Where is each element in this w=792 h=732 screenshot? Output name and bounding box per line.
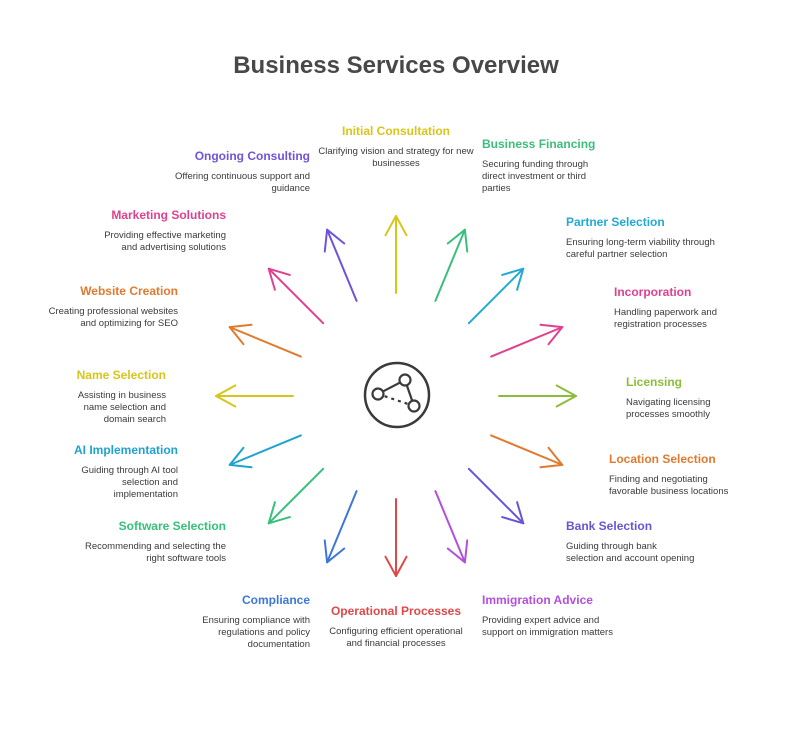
- service-description: Creating professional websites and optim…: [48, 306, 178, 329]
- service-title: Incorporation: [614, 285, 692, 299]
- service-title: Business Financing: [482, 137, 596, 151]
- service-description: Guiding through bank selection and accou…: [566, 541, 695, 564]
- service-description: Navigating licensing processes smoothly: [626, 397, 711, 420]
- service-description: Providing effective marketing and advert…: [104, 230, 226, 253]
- service-description: Handling paperwork and registration proc…: [614, 307, 717, 330]
- network-nodes-icon: [363, 361, 431, 429]
- arrow-location-selection: [490, 434, 564, 469]
- arrow-partner-selection: [467, 267, 525, 325]
- arrow-bank-selection: [467, 467, 525, 525]
- service-title: Software Selection: [118, 519, 226, 533]
- service-title: Name Selection: [76, 368, 166, 382]
- service-title: Marketing Solutions: [111, 208, 226, 222]
- service-description: Securing funding through direct investme…: [482, 159, 589, 194]
- service-description: Recommending and selecting the right sof…: [84, 541, 226, 564]
- arrow-operational-processes: [384, 498, 408, 577]
- service-description: Ensuring long-term viability through car…: [566, 237, 715, 260]
- arrow-website-creation: [228, 323, 302, 358]
- service-title: Partner Selection: [566, 215, 665, 229]
- service-title: Website Creation: [80, 284, 178, 298]
- service-description: Offering continuous support and guidance: [174, 171, 310, 194]
- arrow-ai-implementation: [228, 434, 302, 469]
- service-title: Location Selection: [609, 452, 716, 466]
- service-title: Initial Consultation: [342, 124, 450, 138]
- service-description: Clarifying vision and strategy for new b…: [318, 146, 474, 169]
- service-description: Ensuring compliance with regulations and…: [202, 615, 310, 650]
- arrow-licensing: [498, 384, 577, 408]
- arrow-name-selection: [215, 384, 294, 408]
- arrow-ongoing-consulting: [323, 228, 358, 302]
- arrow-software-selection: [267, 467, 325, 525]
- service-description: Finding and negotiating favorable busine…: [609, 474, 729, 497]
- service-title: AI Implementation: [73, 443, 178, 457]
- service-title: Bank Selection: [566, 519, 653, 533]
- service-description: Configuring efficient operational and fi…: [329, 626, 463, 649]
- service-description: Guiding through AI tool selection and im…: [81, 465, 178, 500]
- service-title: Immigration Advice: [482, 593, 593, 607]
- service-title: Ongoing Consulting: [194, 149, 310, 163]
- arrow-compliance: [323, 490, 358, 564]
- service-title: Operational Processes: [330, 604, 462, 618]
- arrow-marketing-solutions: [267, 267, 325, 325]
- arrow-initial-consultation: [384, 215, 408, 294]
- arrow-incorporation: [490, 323, 564, 358]
- arrow-business-financing: [434, 228, 469, 302]
- service-description: Assisting in business name selection and…: [77, 390, 166, 425]
- service-description: Providing expert advice and support on i…: [482, 615, 613, 638]
- diagram-title: Business Services Overview: [233, 52, 559, 79]
- arrow-immigration-advice: [434, 490, 469, 564]
- service-title: Compliance: [241, 593, 310, 607]
- service-title: Licensing: [626, 375, 683, 389]
